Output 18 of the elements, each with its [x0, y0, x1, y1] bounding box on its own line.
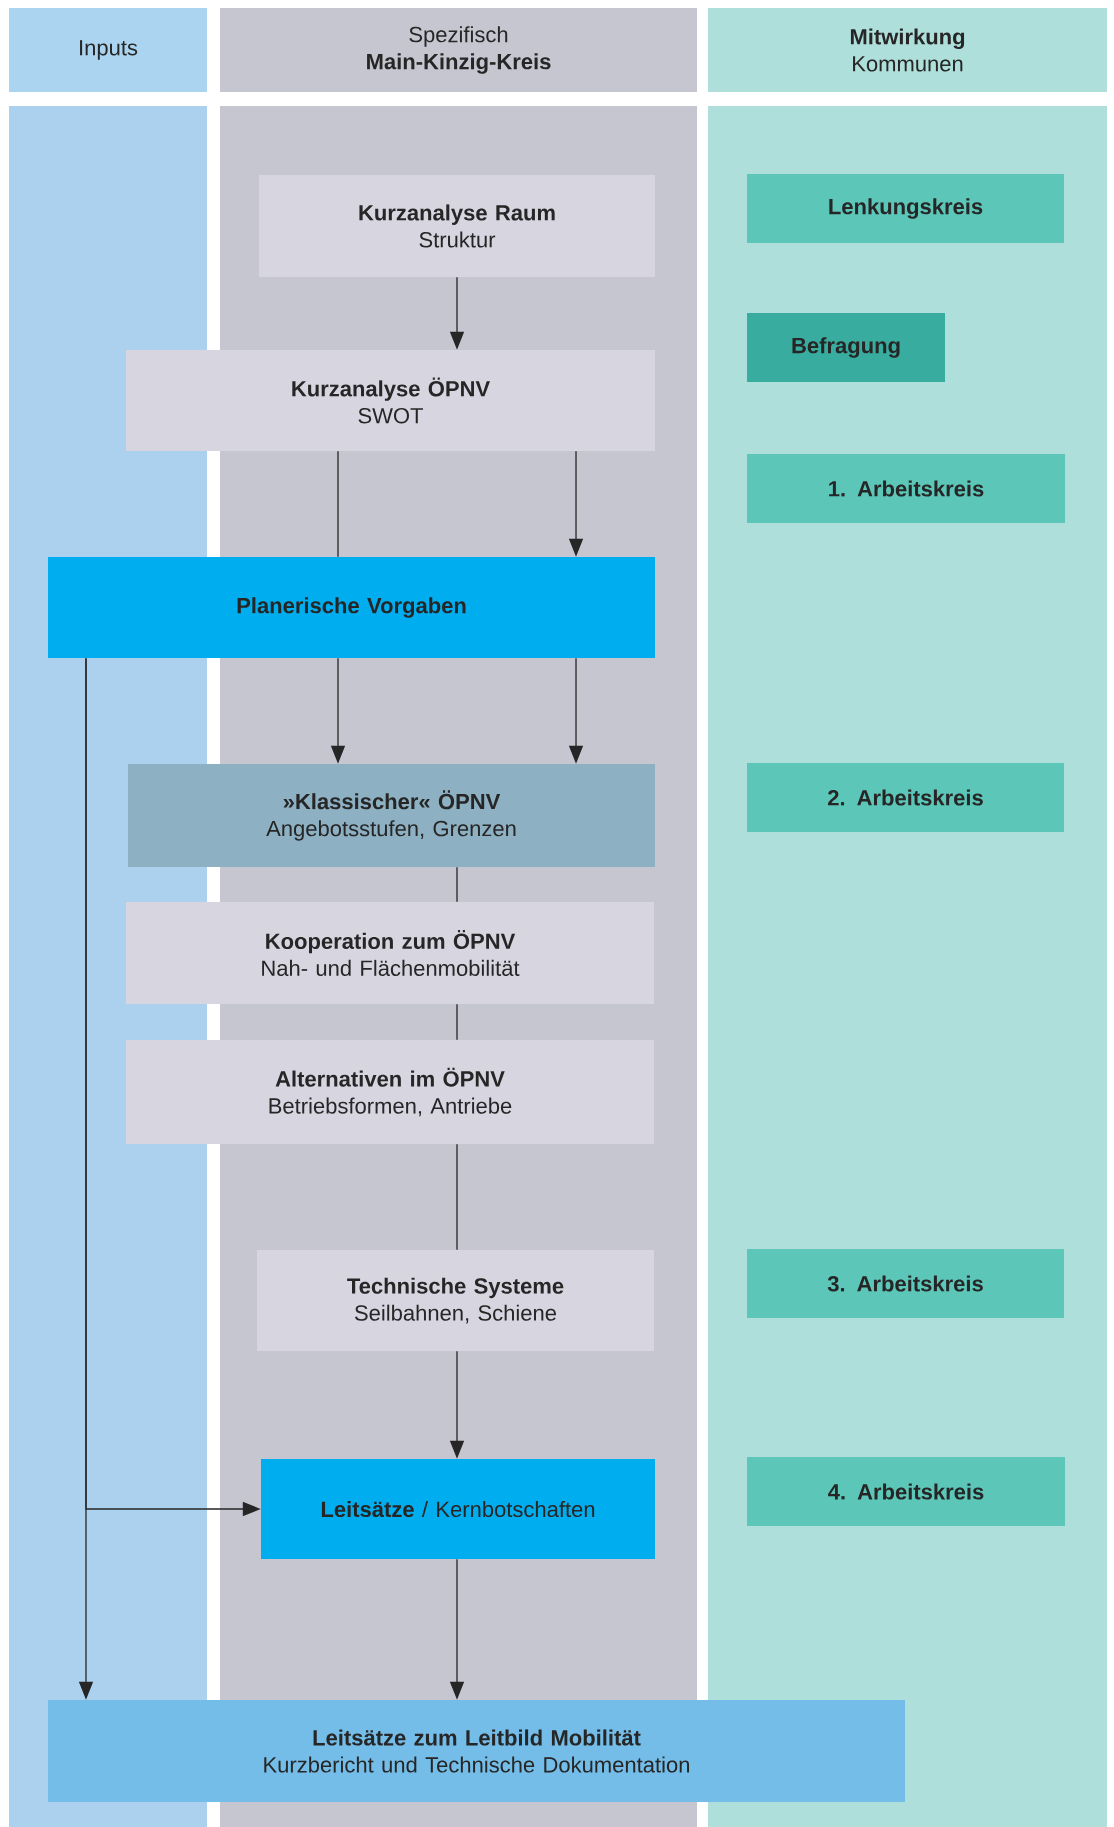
meeting-box: Lenkungskreis [747, 174, 1064, 243]
result-box: Leitsätze zum Leitbild Mobilität Kurzbericht und Technische Dokumentation [48, 1700, 905, 1802]
meeting-box: 4. Arbeitskreis [747, 1457, 1065, 1526]
process-box: Technische Systeme Seilbahnen, Schiene [257, 1250, 654, 1351]
meeting-box: 2. Arbeitskreis [747, 763, 1064, 832]
process-box: Leitsätze / Kernbotschaften [261, 1459, 655, 1559]
process-box: Kurzanalyse Raum Struktur [259, 175, 655, 277]
process-box: Alternativen im ÖPNV Betriebsformen, Antriebe [126, 1040, 654, 1144]
process-box: Planerische Vorgaben [48, 557, 655, 658]
process-box: »Klassischer« ÖPNV Angebotsstufen, Grenzen [128, 764, 655, 867]
meeting-box: 1. Arbeitskreis [747, 454, 1065, 523]
column-header: Spezifisch Main-Kinzig-Kreis [220, 8, 697, 92]
process-box: Kooperation zum ÖPNV Nah- und Flächenmobilität [126, 902, 654, 1004]
meeting-box: 3. Arbeitskreis [747, 1249, 1064, 1318]
meeting-box: Befragung [747, 313, 945, 382]
column-header: Mitwirkung Kommunen [708, 8, 1107, 92]
process-box: Kurzanalyse ÖPNV SWOT [126, 350, 655, 451]
column-header: Inputs [9, 8, 207, 92]
